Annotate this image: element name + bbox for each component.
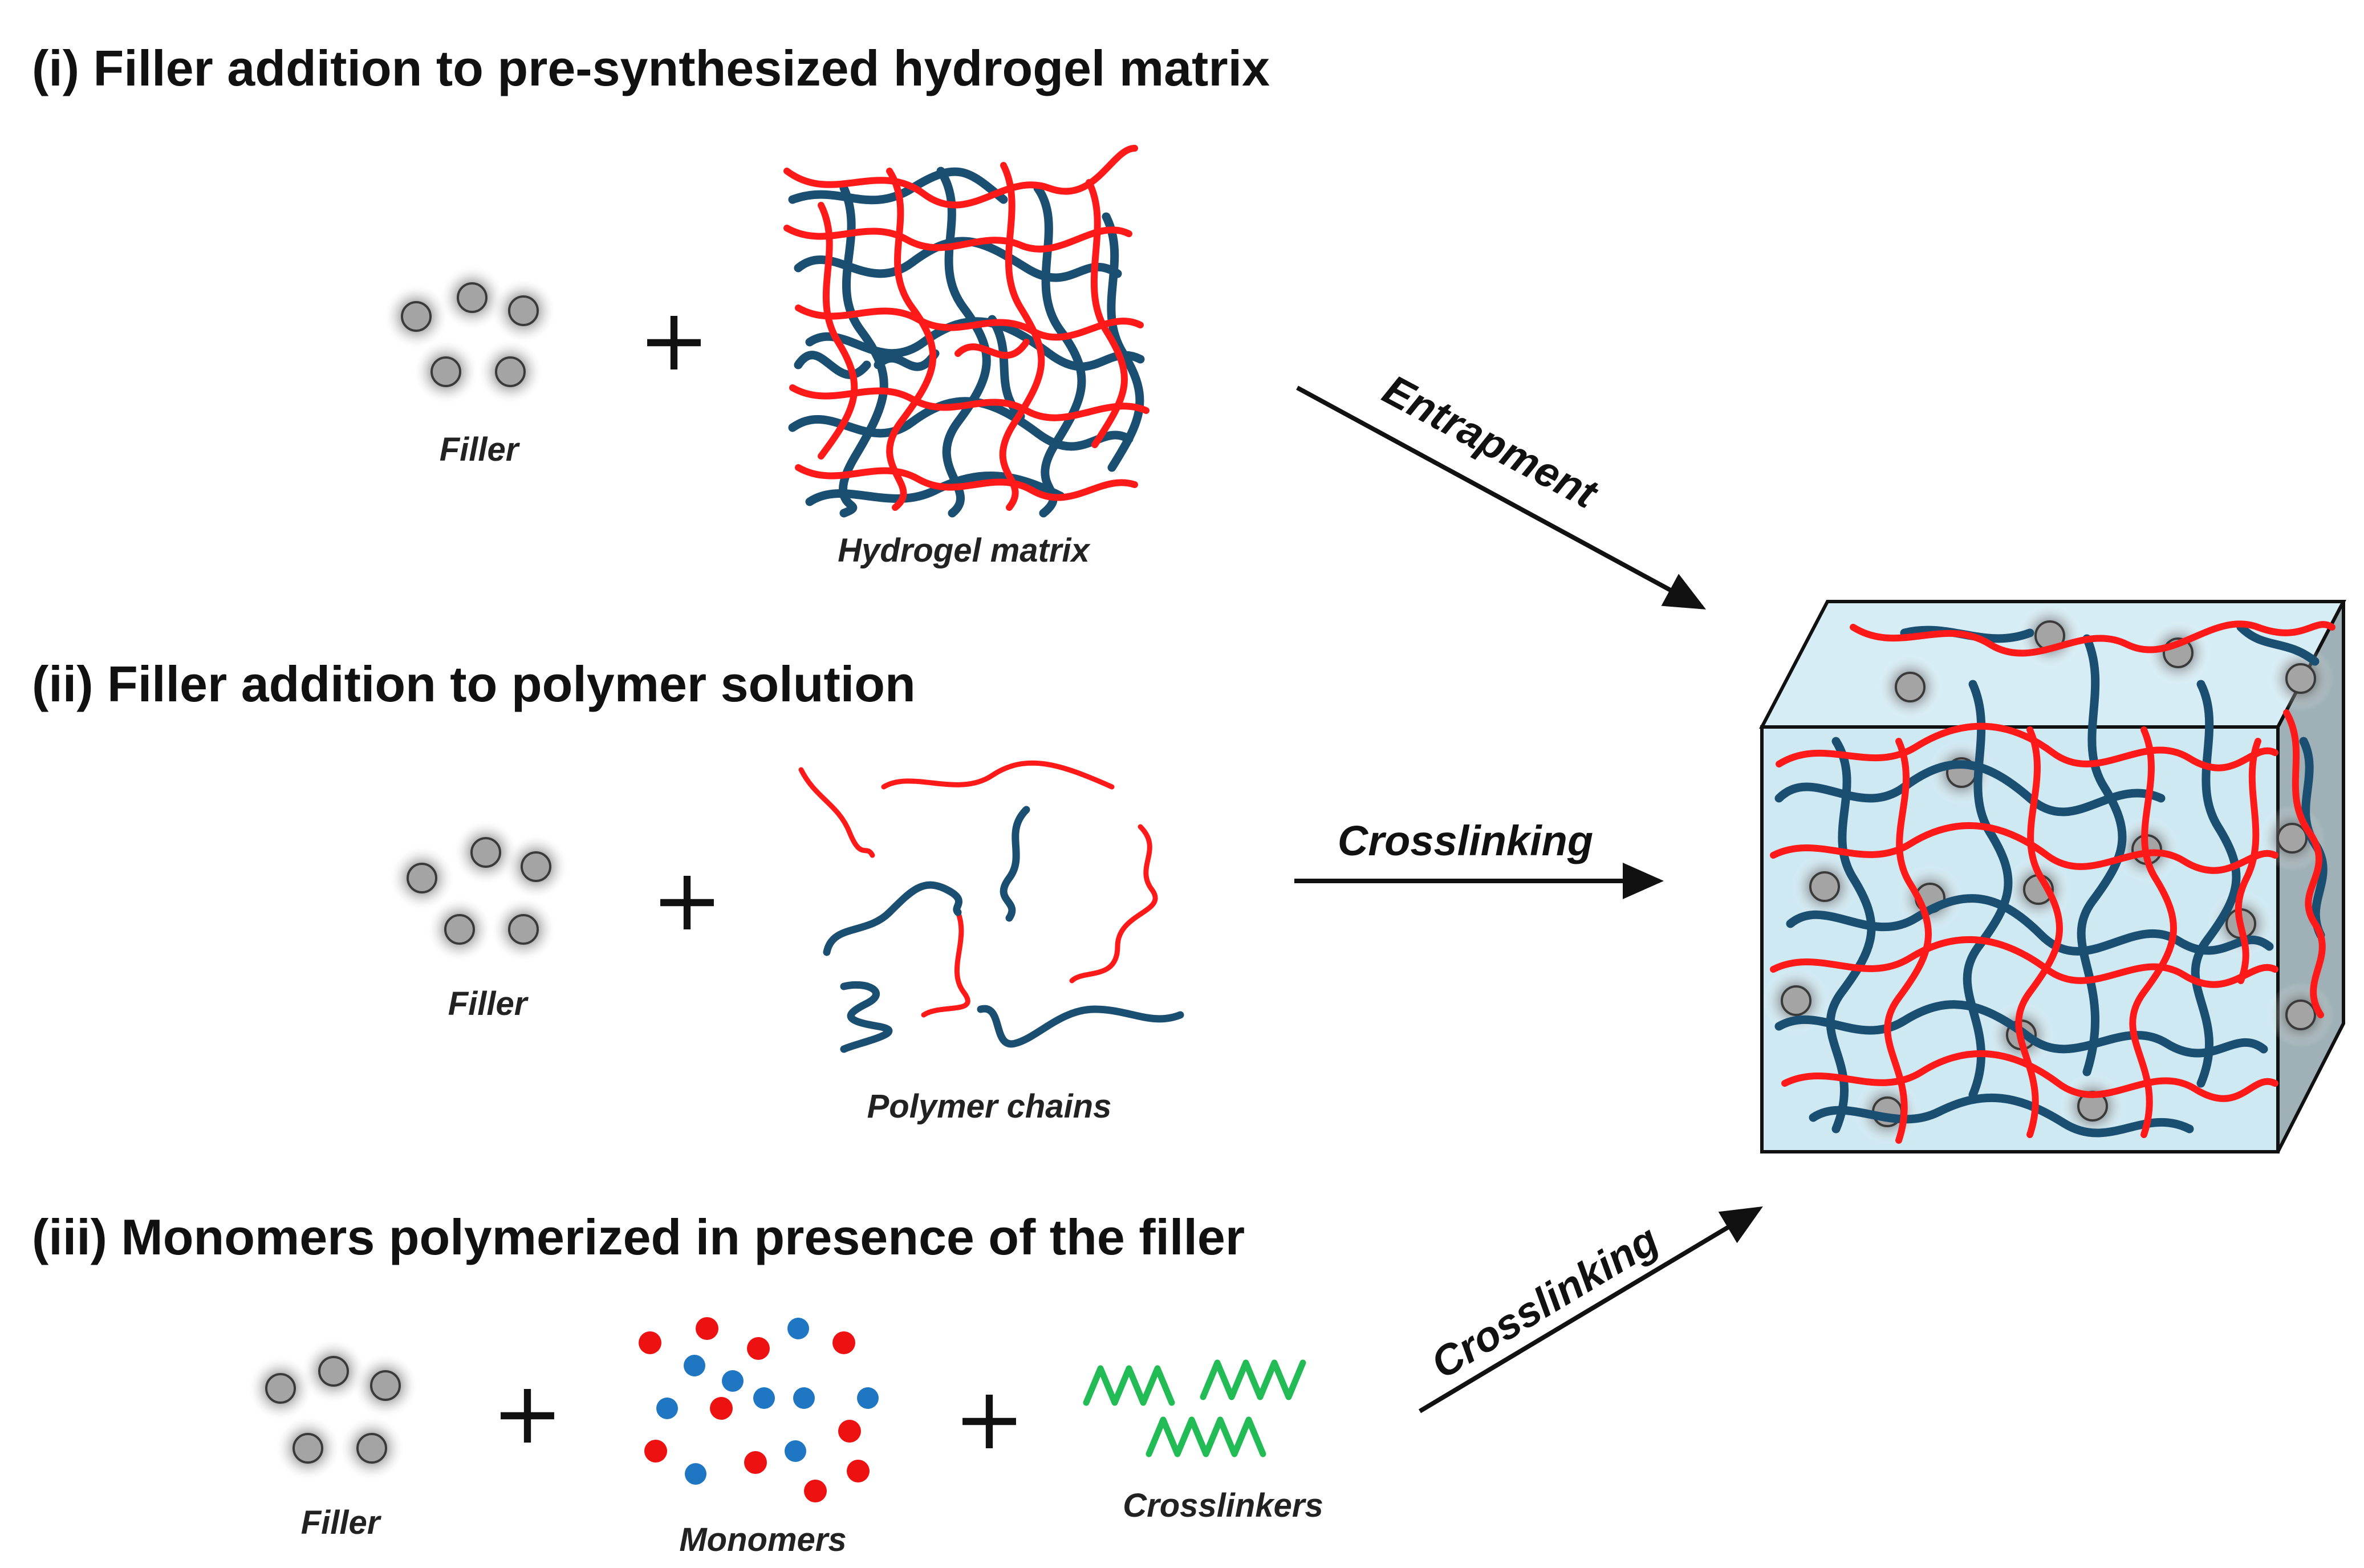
polymer-chains-label: Polymer chains [867, 1088, 1112, 1125]
section-title-ii: (ii) Filler addition to polymer solution [32, 656, 916, 712]
filler-label-i: Filler [440, 431, 521, 468]
filler-cluster-iii [246, 1337, 420, 1482]
filler-label-ii: Filler [448, 985, 529, 1022]
crosslinkers [1083, 1359, 1306, 1457]
crosslinking-label-ii: Crosslinking [1338, 817, 1593, 864]
plus-sign-iii-a: + [492, 1364, 563, 1463]
polymer-chains [798, 760, 1184, 1053]
cube-polymer-network [1770, 620, 2335, 1144]
plus-sign-iii-b: + [953, 1370, 1025, 1469]
plus-sign-ii: + [651, 851, 723, 950]
filler-cluster-i [382, 263, 558, 406]
entrapment-arrow [1296, 385, 1707, 610]
hydrogel-matrix-network [783, 145, 1149, 518]
section-title-iii: (iii) Monomers polymerized in presence o… [32, 1209, 1245, 1265]
hydrogel-matrix-label: Hydrogel matrix [838, 532, 1091, 569]
plus-sign-i: + [638, 291, 710, 390]
section-title-i: (i) Filler addition to pre-synthesized h… [32, 40, 1270, 96]
hydrogel-composite-cube [1759, 600, 2346, 1153]
monomers-cluster [639, 1317, 879, 1502]
monomers-label: Monomers [679, 1521, 846, 1558]
crosslinking-label-iii: Crosslinking [1423, 1216, 1666, 1388]
crosslinkers-label: Crosslinkers [1123, 1487, 1323, 1524]
crosslinking-arrow-iii [1418, 1206, 1763, 1413]
filler-cluster-ii [388, 818, 570, 964]
filler-label-iii: Filler [301, 1504, 382, 1541]
